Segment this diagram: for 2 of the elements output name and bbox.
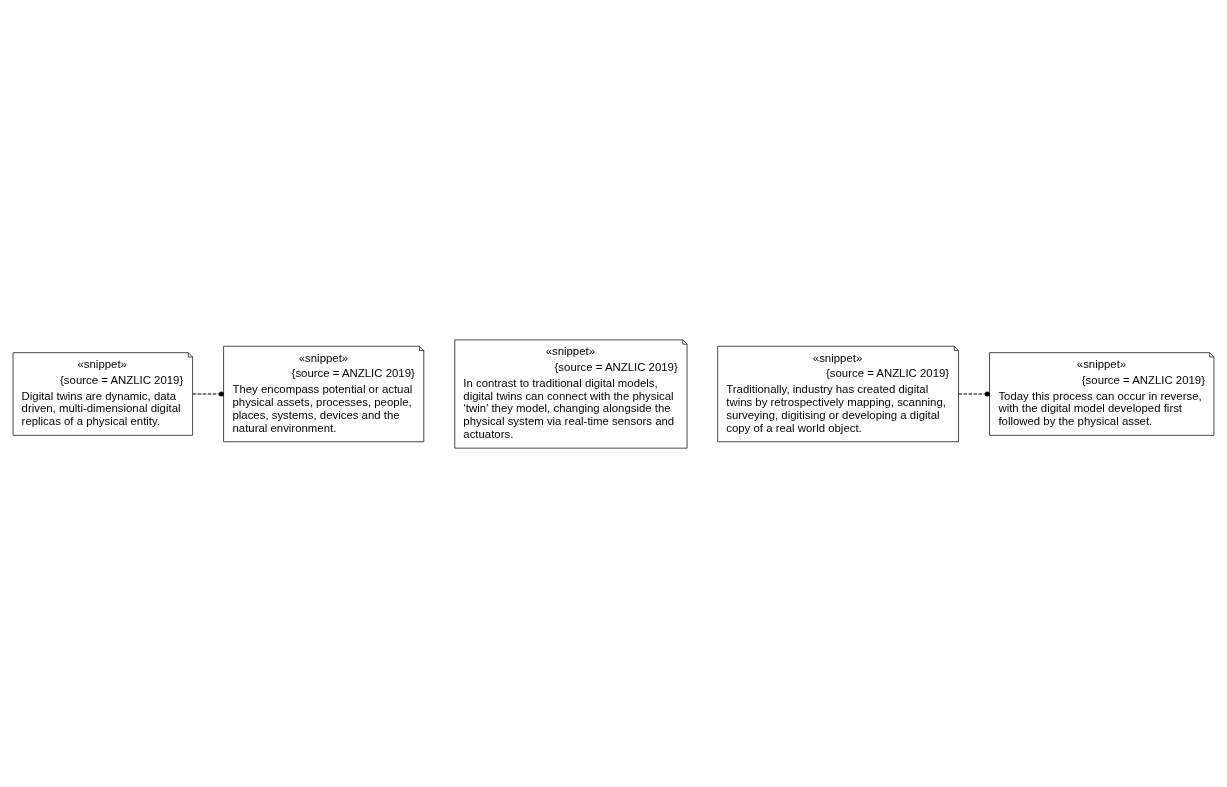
connector [958, 390, 990, 397]
connector [192, 390, 224, 397]
